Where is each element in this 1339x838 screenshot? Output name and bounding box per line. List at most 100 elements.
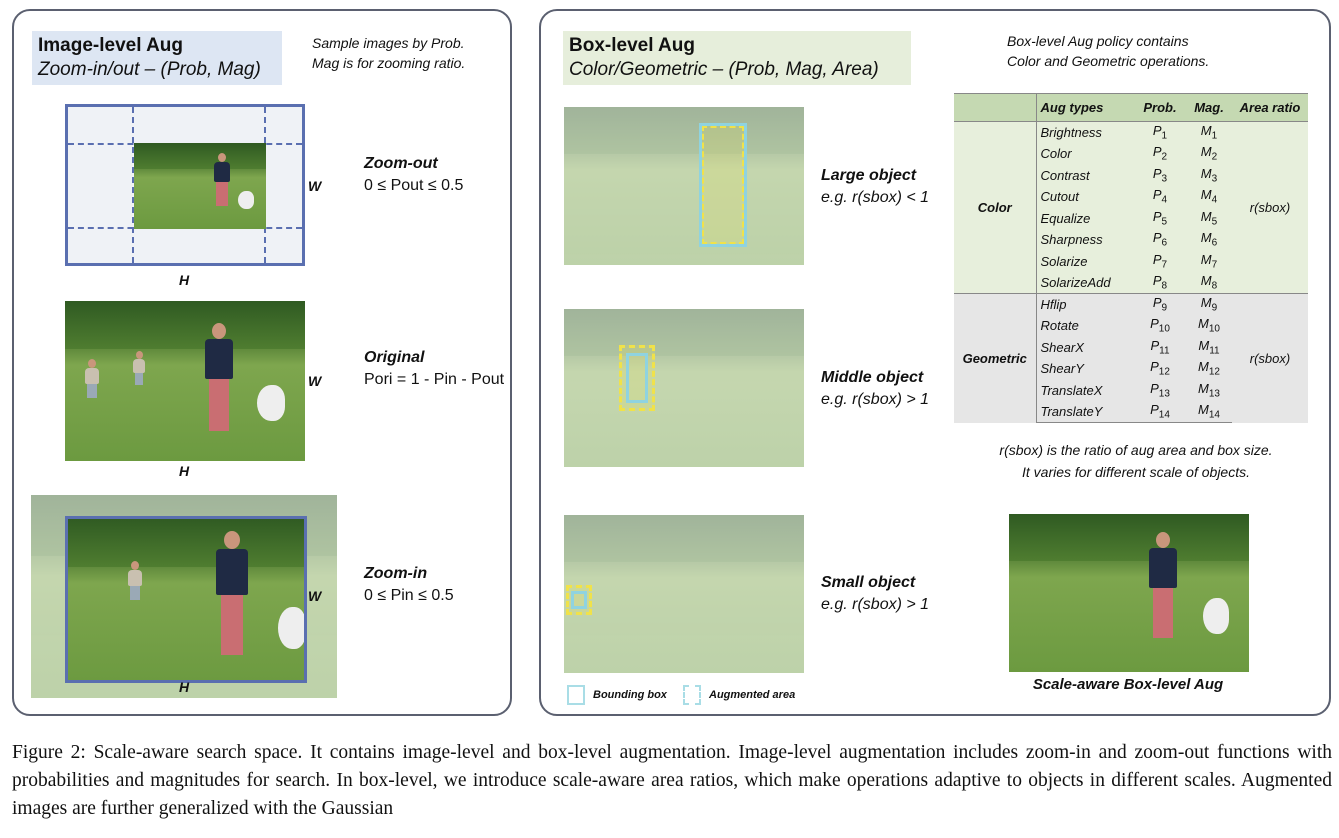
group-label: Color	[954, 121, 1036, 294]
mag-index: 9	[1211, 302, 1218, 314]
prob-symbol: P	[1152, 251, 1162, 267]
scale-aware-photo	[1009, 514, 1249, 672]
aug-type: ShearX	[1035, 336, 1134, 358]
mag-cell: M9	[1186, 293, 1232, 315]
prob-symbol: P	[1150, 402, 1159, 418]
note-line: Sample images by Prob.	[312, 35, 465, 51]
prob-cell: P5	[1134, 207, 1186, 229]
prob-index: 3	[1161, 173, 1168, 185]
box-level-title: Box-level Aug	[569, 35, 695, 56]
table-header-row: Aug types Prob. Mag. Area ratio	[954, 93, 1308, 122]
prob-symbol: P	[1152, 273, 1162, 289]
mag-cell: M11	[1186, 336, 1232, 358]
scale-aware-label: Scale-aware Box-level Aug	[1032, 676, 1224, 693]
aug-type: Rotate	[1035, 315, 1134, 337]
table-header: Area ratio	[1232, 93, 1308, 122]
row-name: Original	[364, 349, 425, 366]
prob-index: 13	[1158, 388, 1170, 400]
aug-type: Sharpness	[1035, 229, 1134, 251]
prob-index: 8	[1161, 280, 1168, 292]
image-level-note: Sample images by Prob. Mag is for zoomin…	[312, 33, 465, 73]
middle-object-photo	[564, 309, 804, 467]
note-line: It varies for different scale of objects…	[1022, 464, 1250, 480]
aug-type: Hflip	[1035, 293, 1134, 315]
mag-symbol: M	[1198, 359, 1209, 375]
aug-type: Contrast	[1035, 164, 1134, 186]
aug-type: Color	[1035, 143, 1134, 165]
mag-symbol: M	[1200, 144, 1212, 160]
prob-cell: P14	[1134, 401, 1186, 423]
prob-symbol: P	[1150, 359, 1159, 375]
object-rule: e.g. r(sbox) > 1	[821, 391, 930, 408]
mag-index: 6	[1211, 238, 1218, 250]
object-name: Middle object	[821, 369, 924, 386]
prob-symbol: P	[1150, 380, 1159, 396]
table-header: Prob.	[1134, 93, 1186, 122]
middle-object-label: Middle object e.g. r(sbox) > 1	[821, 367, 929, 411]
box-level-note: Box-level Aug policy contains Color and …	[1007, 31, 1209, 71]
mag-cell: M8	[1186, 272, 1232, 294]
object-rule: e.g. r(sbox) > 1	[821, 596, 930, 613]
mag-symbol: M	[1200, 230, 1212, 246]
prob-cell: P1	[1134, 121, 1186, 143]
mag-cell: M13	[1186, 379, 1232, 401]
box-level-panel: Box-level Aug Color/Geometric – (Prob, M…	[539, 9, 1331, 716]
mag-index: 7	[1211, 259, 1218, 271]
row-formula: Pori = 1 - Pin - Pout	[364, 371, 505, 388]
table-header	[954, 93, 1036, 122]
aug-type: Cutout	[1035, 186, 1134, 208]
large-object-label: Large object e.g. r(sbox) < 1	[821, 165, 929, 209]
bounding-box	[699, 123, 747, 247]
prob-symbol: P	[1152, 295, 1162, 311]
area-ratio-note: r(sbox) is the ratio of aug area and box…	[961, 439, 1311, 483]
prob-cell: P11	[1134, 336, 1186, 358]
small-object-photo	[564, 515, 804, 673]
aug-type: Solarize	[1035, 250, 1134, 272]
prob-cell: P9	[1134, 293, 1186, 315]
prob-symbol: P	[1152, 144, 1162, 160]
prob-index: 5	[1161, 216, 1168, 228]
prob-index: 12	[1158, 367, 1170, 379]
prob-cell: P13	[1134, 379, 1186, 401]
note-line: Box-level Aug policy contains	[1007, 33, 1189, 49]
aug-type: ShearY	[1035, 358, 1134, 380]
mag-symbol: M	[1200, 187, 1212, 203]
row-formula: 0 ≤ Pin ≤ 0.5	[364, 587, 454, 604]
prob-index: 1	[1161, 130, 1168, 142]
aug-type: TranslateX	[1035, 379, 1134, 401]
aug-type: SolarizeAdd	[1035, 272, 1134, 294]
aug-type: Brightness	[1035, 121, 1134, 143]
mag-cell: M5	[1186, 207, 1232, 229]
area-ratio-cell: r(sbox)	[1232, 293, 1308, 423]
mag-symbol: M	[1198, 380, 1209, 396]
object-name: Large object	[821, 167, 917, 184]
prob-symbol: P	[1152, 230, 1162, 246]
table-header: Mag.	[1186, 93, 1232, 122]
bounding-box-legend-icon	[567, 685, 585, 705]
mag-cell: M3	[1186, 164, 1232, 186]
axis-h: H	[179, 463, 190, 479]
group-label: Geometric	[954, 293, 1036, 423]
mag-index: 3	[1211, 173, 1218, 185]
augmented-area	[701, 125, 745, 245]
bounding-box-legend-label: Bounding box	[593, 689, 667, 701]
mag-cell: M4	[1186, 186, 1232, 208]
zoom-in-label: Zoom-in 0 ≤ Pin ≤ 0.5	[364, 563, 454, 607]
augmented-area-legend-label: Augmented area	[709, 689, 796, 701]
prob-index: 11	[1159, 345, 1170, 357]
mag-index: 11	[1209, 345, 1220, 357]
prob-index: 10	[1158, 324, 1170, 336]
prob-symbol: P	[1150, 316, 1159, 332]
axis-w: W	[308, 373, 322, 389]
prob-cell: P3	[1134, 164, 1186, 186]
mag-index: 14	[1208, 409, 1220, 421]
prob-cell: P12	[1134, 358, 1186, 380]
prob-cell: P2	[1134, 143, 1186, 165]
